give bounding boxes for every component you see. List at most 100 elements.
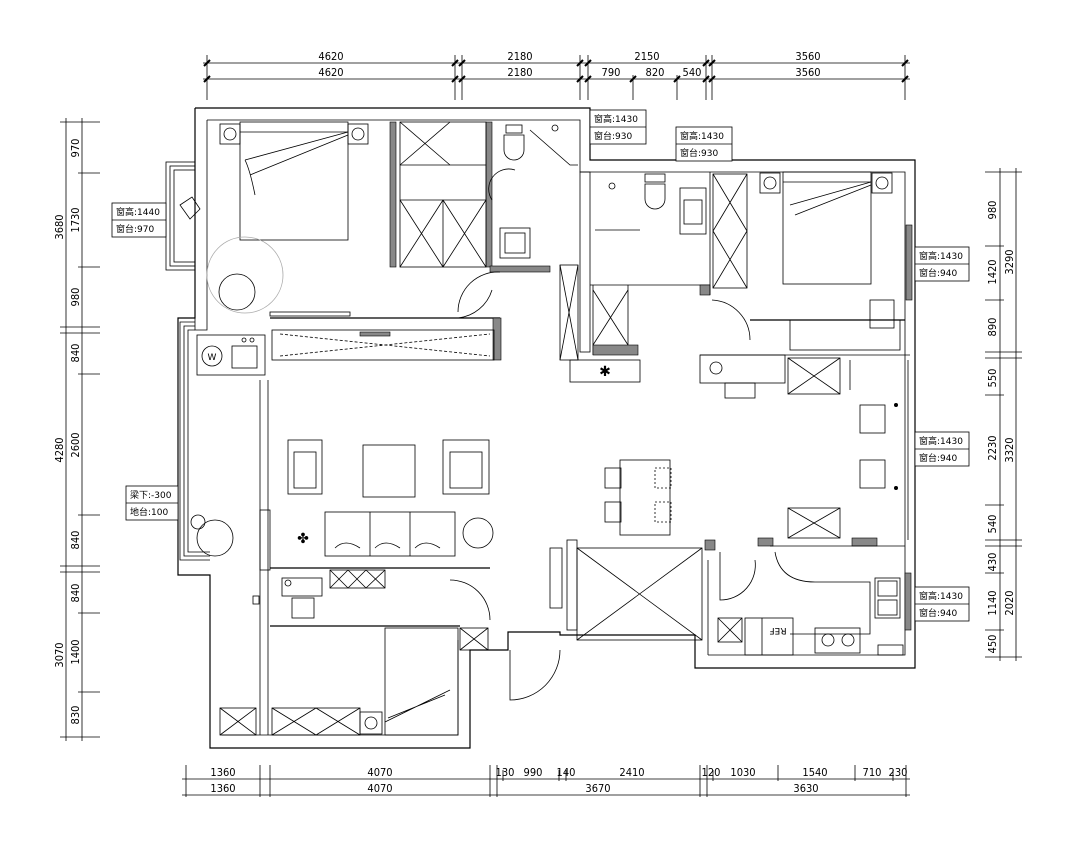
svg-text:窗台:970: 窗台:970 (116, 223, 154, 235)
svg-text:1540: 1540 (802, 766, 827, 779)
svg-text:窗高:1430: 窗高:1430 (680, 130, 724, 142)
left-dimension-labels: 3680 4280 3070 970 1730 980 840 2600 840… (53, 139, 82, 725)
laundry: W (196, 334, 266, 376)
sofa (324, 511, 456, 557)
svg-text:430: 430 (986, 553, 999, 572)
svg-text:REF: REF (769, 625, 786, 635)
door-swing-icon (457, 289, 493, 319)
svg-text:840: 840 (69, 531, 82, 550)
svg-text:230: 230 (889, 766, 908, 779)
toilet-icon (644, 183, 666, 210)
balcony-label: 梁下:-300 地台:100 (125, 485, 179, 521)
svg-text:窗高:1430: 窗高:1430 (919, 590, 963, 602)
svg-text:830: 830 (69, 706, 82, 725)
right-dimensions (985, 168, 1022, 661)
exterior-walls (177, 107, 916, 749)
svg-text:3680: 3680 (53, 214, 66, 239)
fan-icon: ✱ (599, 365, 611, 380)
desk (281, 577, 323, 597)
svg-text:2600: 2600 (69, 432, 82, 457)
svg-text:窗台:940: 窗台:940 (919, 452, 957, 464)
svg-text:2180: 2180 (507, 66, 532, 79)
svg-text:980: 980 (69, 288, 82, 307)
svg-text:980: 980 (986, 201, 999, 220)
svg-text:550: 550 (986, 369, 999, 388)
svg-text:120: 120 (702, 766, 721, 779)
svg-text:820: 820 (646, 66, 665, 79)
nightstand-lamp-icon (359, 711, 383, 735)
living-room-furniture: ✤ (190, 439, 494, 557)
svg-text:1360: 1360 (210, 782, 235, 795)
svg-text:4620: 4620 (318, 50, 343, 63)
svg-text:450: 450 (986, 635, 999, 654)
svg-text:W: W (208, 353, 217, 363)
svg-text:2180: 2180 (507, 50, 532, 63)
plant-icon: ✤ (297, 532, 309, 547)
svg-text:890: 890 (986, 318, 999, 337)
side-table (462, 517, 494, 549)
armchair-icon (287, 439, 323, 495)
svg-text:3320: 3320 (1003, 437, 1016, 462)
svg-text:2020: 2020 (1003, 590, 1016, 615)
bedroom-1-furniture (179, 121, 493, 319)
sink-icon (231, 345, 258, 369)
svg-text:4070: 4070 (367, 766, 392, 779)
left-dimensions (60, 118, 100, 741)
svg-text:1400: 1400 (69, 639, 82, 664)
svg-text:790: 790 (602, 66, 621, 79)
bathroom-2-fixtures (595, 173, 707, 235)
window-label-4: 窗高:1430 窗台:940 (914, 246, 970, 282)
bottom-dimension-labels: 1360 4070 130 990 140 2410 120 1030 1540… (210, 766, 907, 795)
svg-text:窗高:1440: 窗高:1440 (116, 206, 160, 218)
svg-text:840: 840 (69, 584, 82, 603)
svg-text:1030: 1030 (730, 766, 755, 779)
window-label-5: 窗高:1430 窗台:940 (914, 431, 970, 467)
svg-text:3560: 3560 (795, 66, 820, 79)
study (252, 569, 491, 621)
top-dimension-labels: 4620 2180 2150 3560 4620 2180 790 820 54… (318, 50, 820, 79)
right-dimension-labels: 980 1420 890 550 2230 540 430 1140 450 3… (986, 201, 1016, 654)
svg-text:窗台:930: 窗台:930 (594, 130, 632, 142)
svg-text:窗高:1430: 窗高:1430 (919, 435, 963, 447)
balcony-bedroom (165, 161, 196, 271)
bedroom-3-furniture (219, 627, 489, 736)
svg-text:3070: 3070 (53, 642, 66, 667)
interior-walls (259, 121, 910, 735)
svg-text:3670: 3670 (585, 782, 610, 795)
svg-text:970: 970 (69, 139, 82, 158)
svg-text:1420: 1420 (986, 259, 999, 284)
svg-text:窗台:940: 窗台:940 (919, 267, 957, 279)
bottom-dimensions (182, 765, 910, 797)
svg-text:130: 130 (496, 766, 515, 779)
dining-area (604, 354, 898, 539)
top-dimensions (203, 55, 910, 100)
sink-icon (499, 227, 531, 259)
svg-text:4620: 4620 (318, 66, 343, 79)
svg-text:840: 840 (69, 344, 82, 363)
svg-text:2230: 2230 (986, 435, 999, 460)
svg-text:窗高:1430: 窗高:1430 (594, 113, 638, 125)
svg-text:540: 540 (683, 66, 702, 79)
balcony-living (179, 321, 210, 561)
svg-text:3290: 3290 (1003, 249, 1016, 274)
cabinet (699, 354, 786, 384)
svg-text:2410: 2410 (619, 766, 644, 779)
svg-text:710: 710 (863, 766, 882, 779)
nightstand-lamp-icon (219, 123, 241, 145)
svg-text:3560: 3560 (795, 50, 820, 63)
svg-text:3630: 3630 (793, 782, 818, 795)
nightstand-lamp-icon (871, 172, 893, 194)
window-icon (905, 224, 913, 301)
svg-text:窗台:930: 窗台:930 (680, 147, 718, 159)
armchair-icon (218, 273, 256, 311)
fridge (744, 617, 794, 656)
window-label-2: 窗高:1430 窗台:930 (675, 126, 733, 162)
kitchen: REF (717, 551, 912, 656)
bathroom-1-fixtures (488, 124, 578, 259)
sink-icon (679, 187, 707, 235)
svg-text:1730: 1730 (69, 207, 82, 232)
coffee-table (362, 444, 416, 498)
window-icon (904, 572, 912, 631)
dining-table (619, 459, 671, 536)
